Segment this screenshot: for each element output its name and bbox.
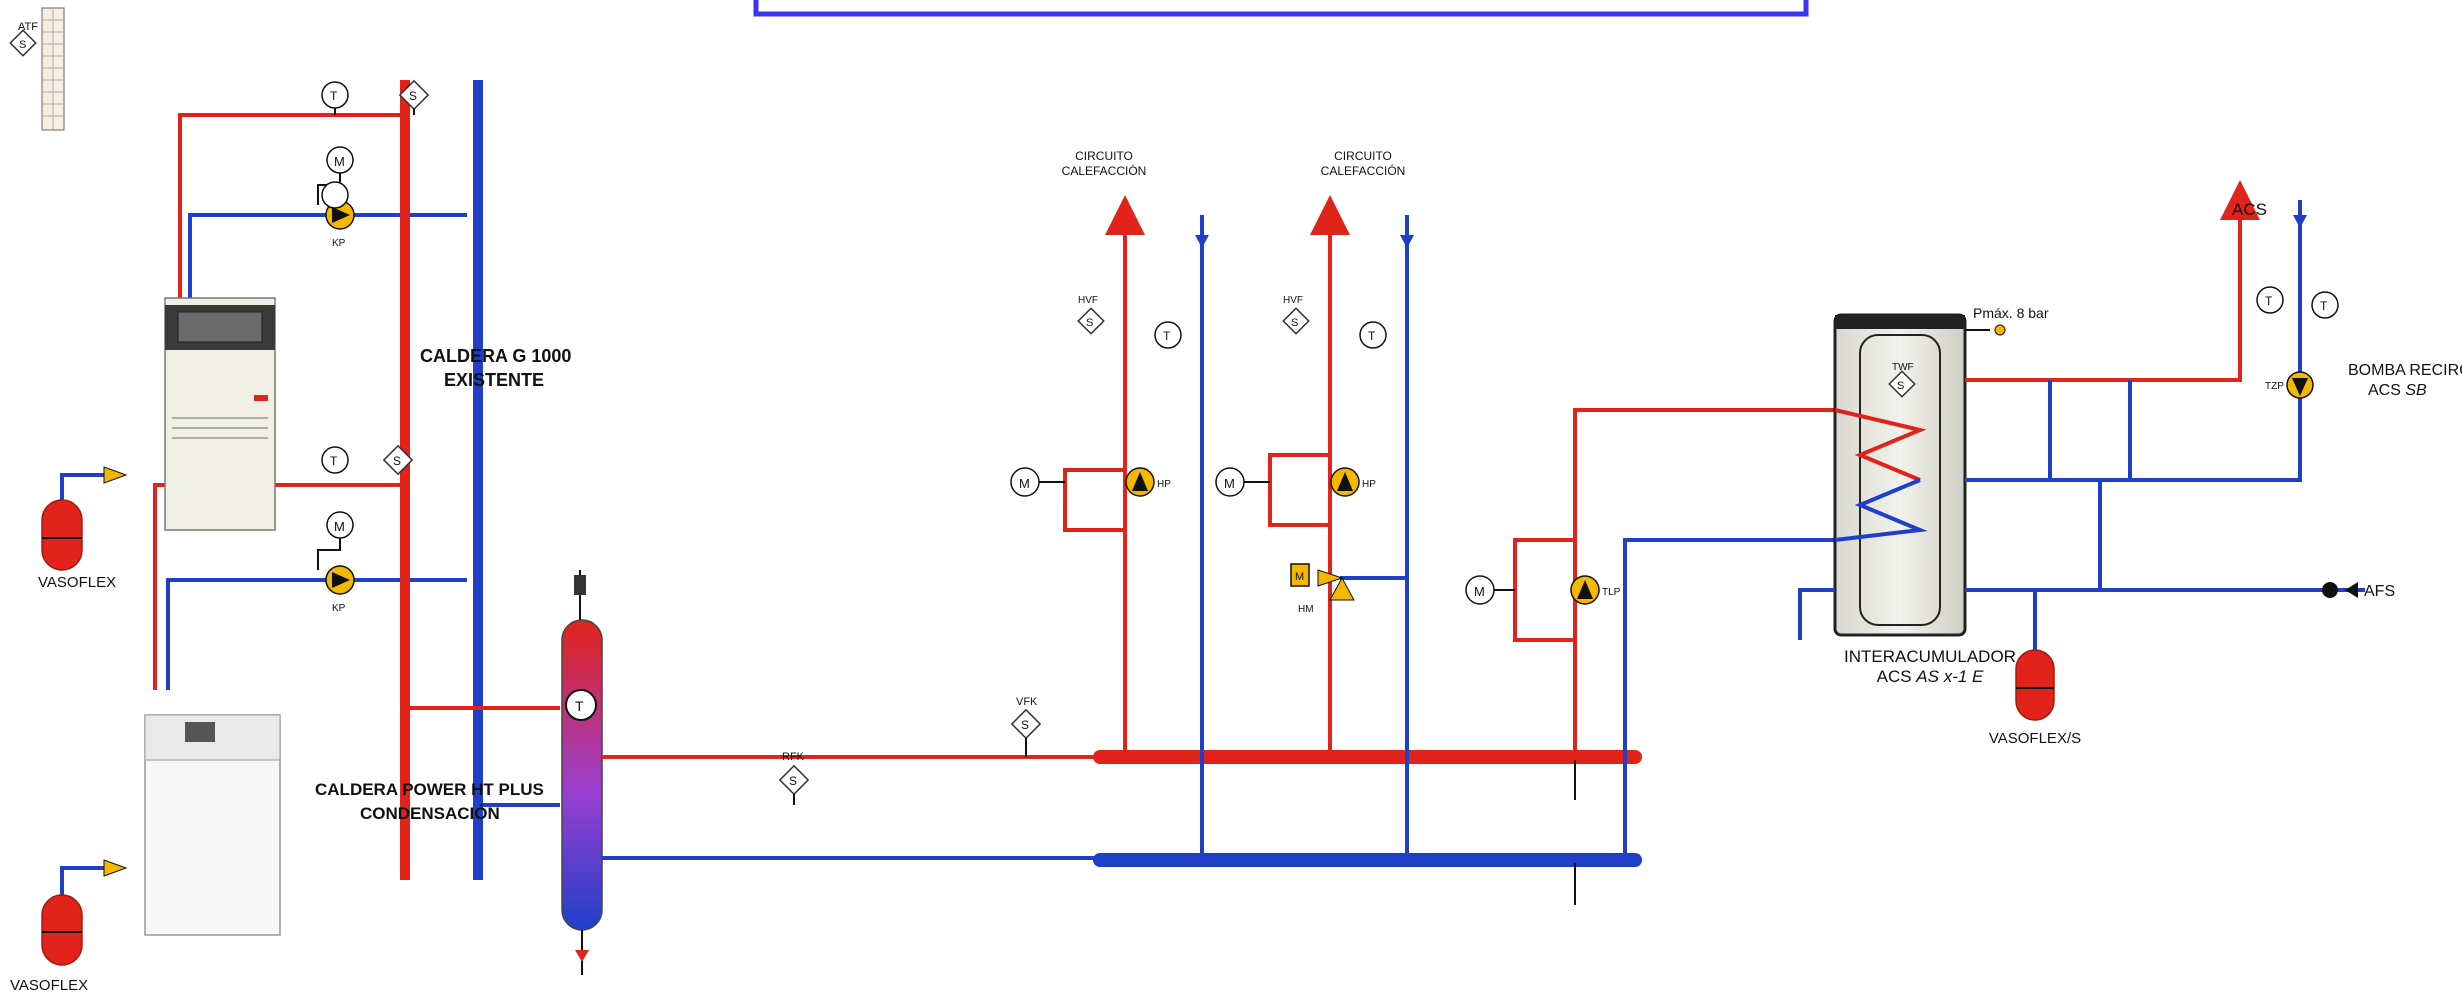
vasoflex-s: VASOFLEX/S (1989, 620, 2081, 747)
svg-text:M: M (334, 154, 345, 169)
rfk-sensor: RFK S (778, 751, 810, 805)
heating-circuit-1: M HP T HVF S CIRCUITO CALEFACCIÓN (1010, 149, 1209, 860)
svg-text:TLP: TLP (1602, 587, 1621, 598)
boiler2: CALDERA POWER HT PLUS CONDENSACIÓN (144, 714, 544, 936)
svg-text:S: S (1021, 718, 1029, 732)
svg-text:BOMBA RECIRC.: BOMBA RECIRC. (2348, 362, 2462, 379)
svg-text:M: M (1474, 584, 1485, 599)
svg-text:T: T (2320, 299, 2328, 313)
svg-text:T: T (575, 698, 584, 714)
boiler2-piping (153, 483, 467, 690)
boiler1: CALDERA G 1000 EXISTENTE (164, 297, 571, 531)
atf-outdoor-sensor: ATF S (9, 7, 65, 131)
svg-text:TWF: TWF (1892, 362, 1914, 373)
svg-text:TZP: TZP (2265, 381, 2284, 392)
svg-text:VASOFLEX: VASOFLEX (38, 574, 116, 591)
svg-text:CONDENSACIÓN: CONDENSACIÓN (360, 804, 500, 823)
svg-text:S: S (393, 454, 401, 468)
svg-text:HM: HM (1298, 604, 1314, 615)
svg-text:S: S (409, 89, 417, 103)
svg-text:CALEFACCIÓN: CALEFACCIÓN (1321, 163, 1406, 178)
svg-text:M: M (1224, 476, 1235, 491)
tank-loading-circuit: M TLP (1465, 408, 1835, 905)
kp-pump-1: M KP T S (317, 79, 430, 249)
dhw-outlet-piping: Pmáx. 8 bar T T TZP ACS BOMBA RECIRC. AC… (1965, 180, 2462, 650)
svg-text:ACS AS x-1 E: ACS AS x-1 E (1877, 667, 1984, 686)
heating-circuit-2: M HP M HM T HVF S CIRCUITO CALEFACCIÓN (1215, 149, 1414, 860)
dhw-storage-tank: S TWF INTERACUMULADOR ACS AS x-1 E (1798, 313, 2016, 686)
svg-text:Pmáx. 8 bar: Pmáx. 8 bar (1973, 305, 2049, 321)
svg-text:RFK: RFK (782, 751, 805, 763)
svg-text:M: M (1019, 476, 1030, 491)
svg-text:T: T (330, 89, 338, 103)
svg-text:HP: HP (1157, 479, 1171, 490)
svg-text:CALEFACCIÓN: CALEFACCIÓN (1062, 163, 1147, 178)
vasoflex-1: VASOFLEX (38, 466, 128, 591)
svg-text:ACS SB: ACS SB (2368, 382, 2427, 399)
svg-text:ACS: ACS (2232, 200, 2267, 219)
svg-text:M: M (334, 519, 345, 534)
svg-text:CALDERA G 1000: CALDERA G 1000 (420, 346, 571, 366)
svg-text:KP: KP (332, 238, 346, 249)
svg-text:S: S (1291, 317, 1298, 329)
svg-text:HVF: HVF (1078, 295, 1098, 306)
svg-text:CALDERA POWER HT PLUS: CALDERA POWER HT PLUS (315, 780, 544, 799)
svg-text:EXISTENTE: EXISTENTE (444, 370, 544, 390)
hydraulic-separator: T (561, 570, 603, 975)
svg-text:AFS: AFS (2364, 583, 2395, 600)
vfk-sensor: VFK S (1010, 696, 1042, 757)
svg-text:VFK: VFK (1016, 696, 1038, 708)
svg-text:VASOFLEX/S: VASOFLEX/S (1989, 730, 2081, 747)
svg-text:M: M (1295, 571, 1304, 583)
svg-text:HVF: HVF (1283, 295, 1303, 306)
svg-text:T: T (2265, 294, 2273, 308)
title-banner (753, 0, 1809, 17)
svg-text:S: S (1086, 317, 1093, 329)
vasoflex-2: VASOFLEX (10, 859, 128, 994)
svg-text:CIRCUITO: CIRCUITO (1334, 149, 1392, 163)
svg-text:INTERACUMULADOR: INTERACUMULADOR (1844, 647, 2016, 666)
svg-text:T: T (330, 454, 338, 468)
svg-text:CIRCUITO: CIRCUITO (1075, 149, 1133, 163)
kp-pump-2: M KP T S (317, 444, 414, 614)
svg-text:T: T (1368, 329, 1376, 343)
svg-text:S: S (19, 39, 26, 51)
svg-text:KP: KP (332, 603, 346, 614)
svg-text:T: T (1163, 329, 1171, 343)
svg-text:HP: HP (1362, 479, 1376, 490)
svg-text:S: S (1897, 380, 1904, 392)
svg-text:S: S (789, 774, 797, 788)
svg-text:VASOFLEX: VASOFLEX (10, 977, 88, 994)
